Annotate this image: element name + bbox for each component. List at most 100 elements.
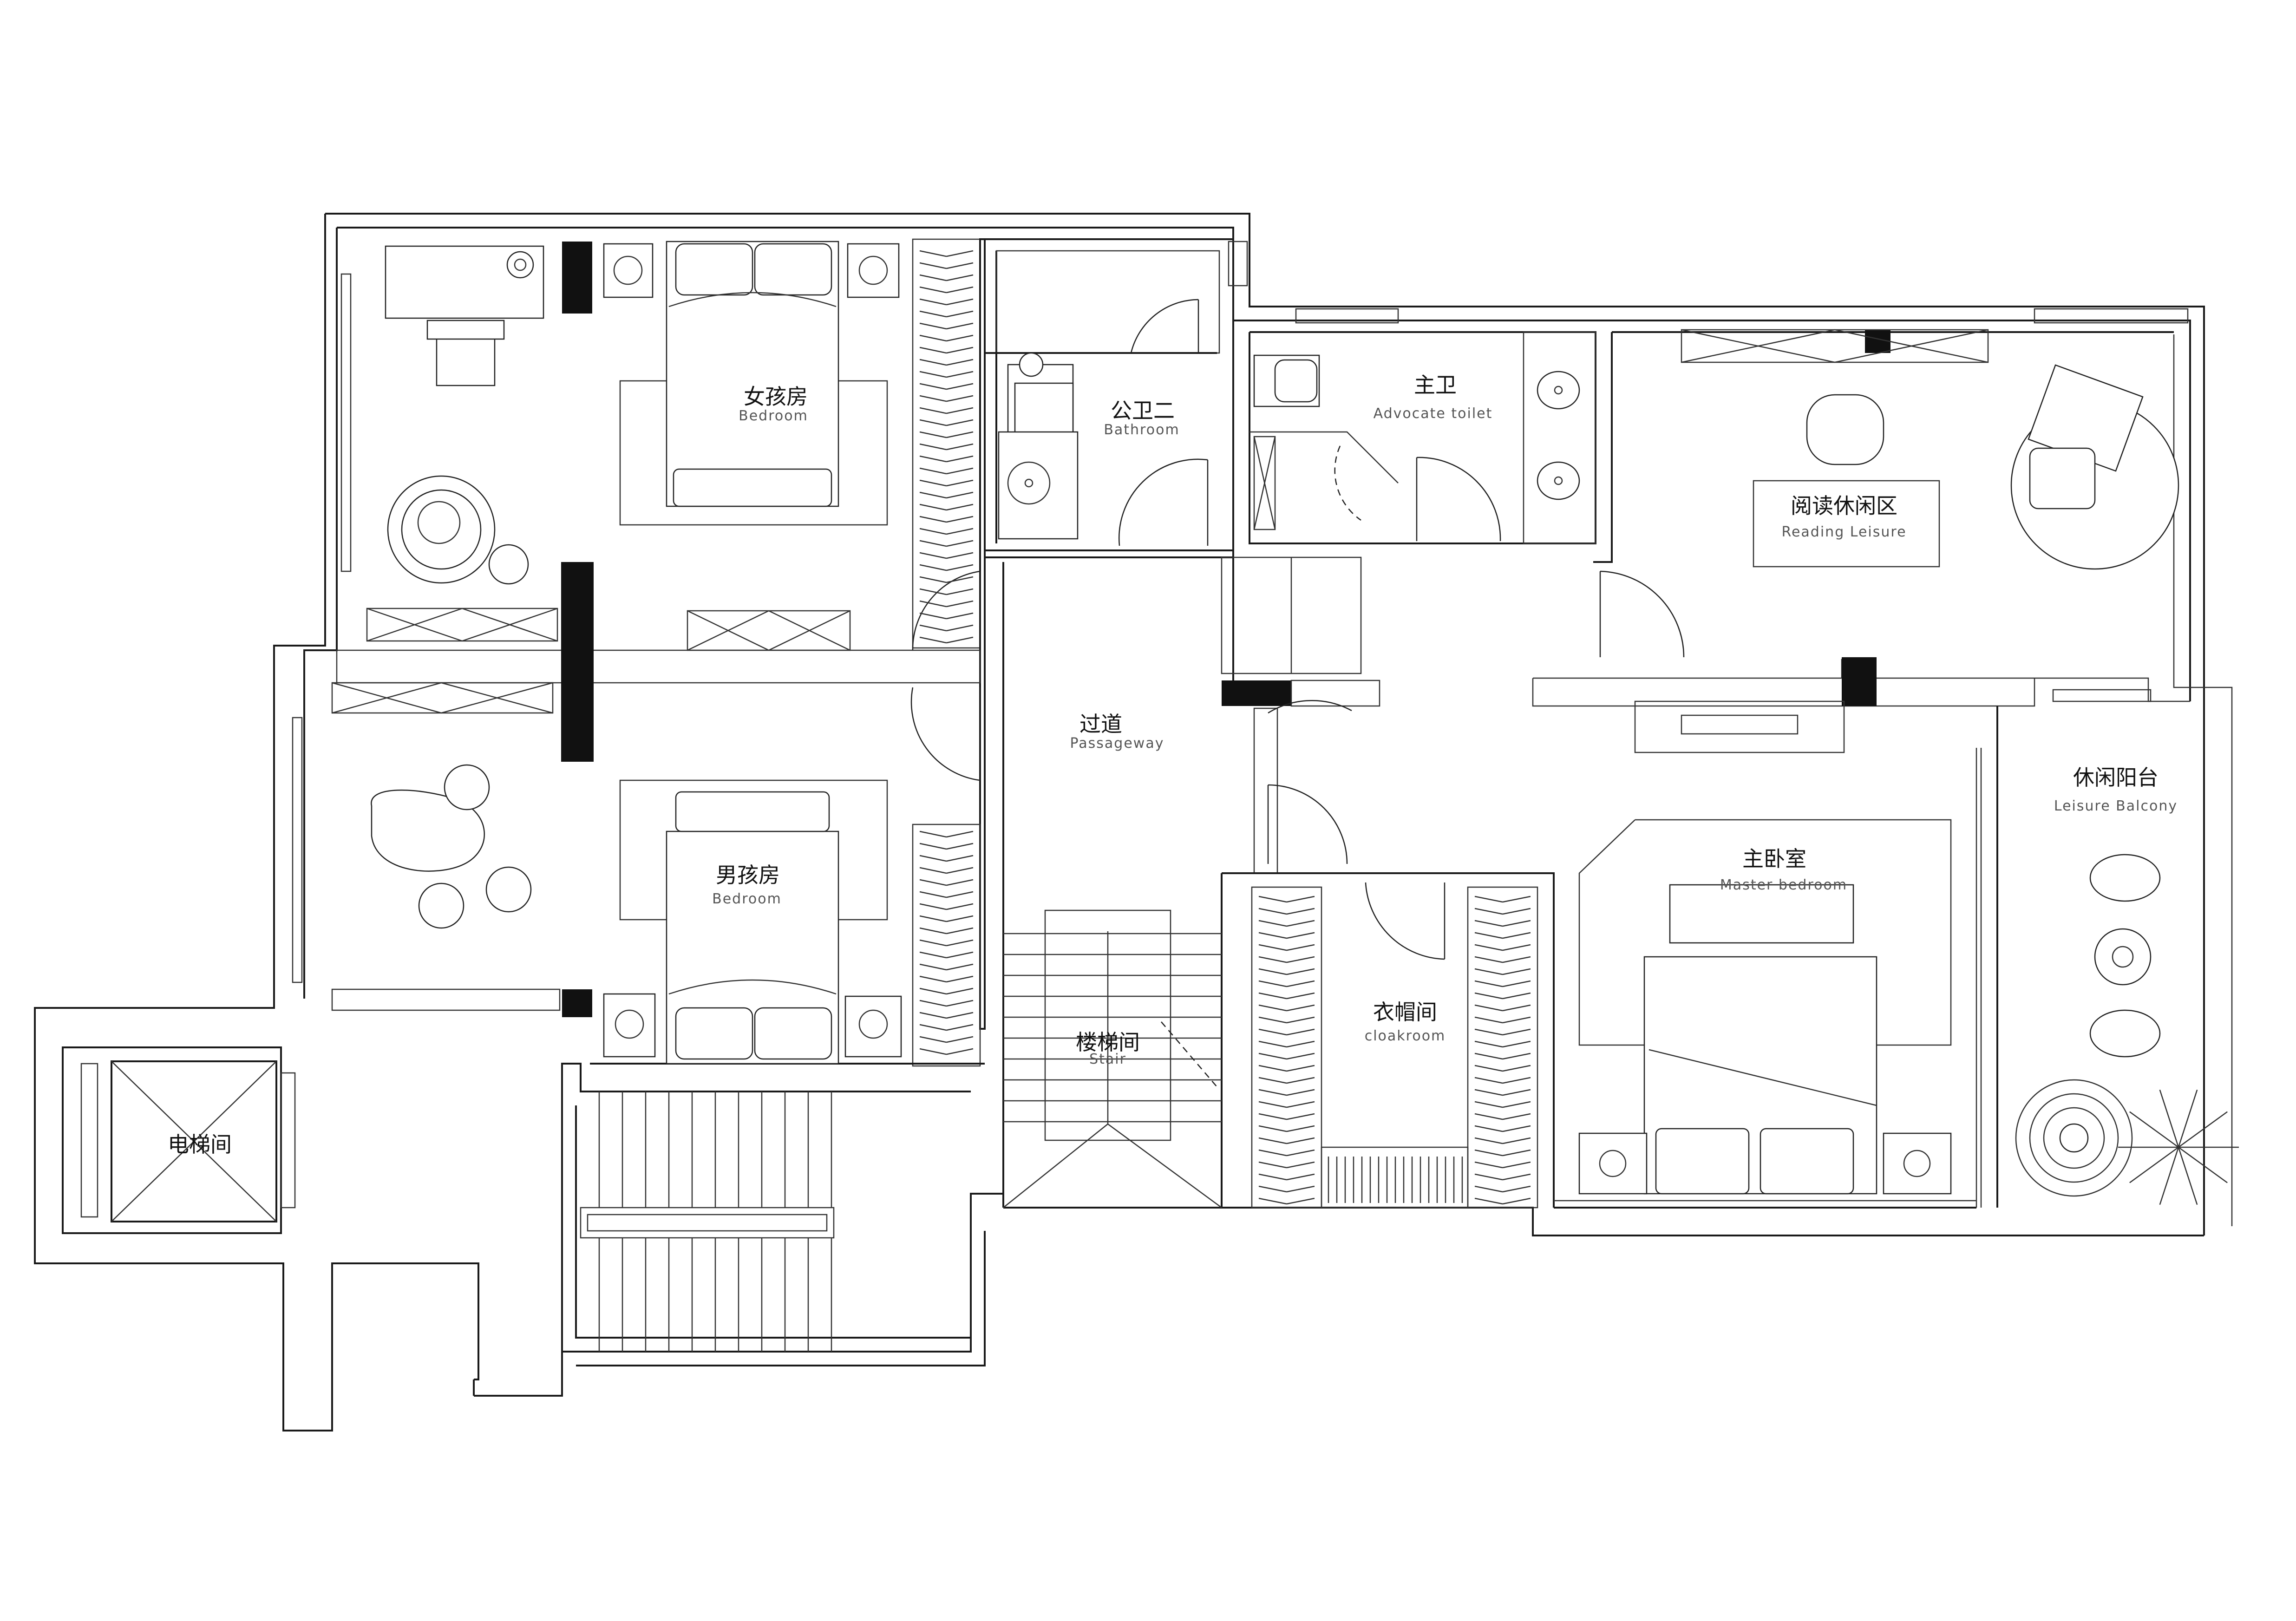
plan-linework [946,830,974,838]
plan-linework [1286,1113,1315,1120]
plan-linework [1474,1089,1503,1096]
plan-linework [1258,1113,1287,1120]
plan-linework [946,383,974,390]
reading-area-furniture [1634,329,2179,753]
room-name-en: Bathroom [1104,422,1179,438]
cloakroom-fixtures [1258,895,1531,1205]
room-label-leisure-balcony: 休闲阳台 Leisure Balcony [2054,765,2178,814]
room-name-cn: 男孩房 [716,863,780,888]
plan-linework [1474,956,1503,963]
plan-linework [946,975,974,983]
plan-linework [946,951,974,959]
plan-linework [1474,1004,1503,1012]
plan-linework [919,1036,947,1043]
plan-linework [1502,1125,1531,1132]
plan-linework [1258,1149,1287,1157]
plan-linework [919,915,947,922]
plan-linework [1258,1137,1287,1144]
plan-linework [946,564,974,571]
plan-linework [1286,1161,1315,1169]
plan-linework [919,927,947,935]
plan-linework [946,879,974,886]
plan-linework [2129,1111,2179,1148]
plan-linework [1258,932,1287,939]
plan-linework [946,624,974,632]
plan-linework [946,1024,974,1031]
plan-linework [1258,1028,1287,1036]
plan-linework [919,903,947,910]
plan-linework [1258,1101,1287,1108]
plan-linework [919,855,947,862]
plan-linework [1286,992,1315,1000]
room-name-cn: 衣帽间 [1373,1000,1437,1025]
plan-linework [2159,1147,2179,1205]
room-label-master-bedroom: 主卧室 Master bedroom [1720,846,1846,893]
plan-linework [919,588,947,595]
boys-room-furniture [331,682,902,1065]
plan-linework [1286,956,1315,963]
plan-linework [1502,1004,1531,1012]
room-name-en: Leisure Balcony [2054,798,2178,814]
plan-linework [919,346,947,354]
plan-linework [946,927,974,935]
plan-linework [1286,1197,1315,1205]
plan-linework [1474,1077,1503,1084]
plan-linework [1286,908,1315,915]
room-name-en: Advocate toilet [1374,405,1493,422]
plan-linework [1286,1185,1315,1193]
plan-linework [1286,1089,1315,1096]
plan-linework [919,1000,947,1007]
plan-linework [946,346,974,354]
room-label-master-bath: 主卫 Advocate toilet [1374,373,1493,422]
plan-linework [946,419,974,426]
plan-linework [946,576,974,583]
plan-linework [1502,920,1531,927]
plan-linework [1502,1016,1531,1024]
plan-linework [1502,1028,1531,1036]
plan-linework [919,636,947,644]
plan-linework [946,310,974,318]
plan-linework [946,250,974,257]
plan-linework [919,624,947,632]
plan-linework [946,528,974,535]
plan-linework [1286,1101,1315,1108]
plan-linework [919,395,947,402]
girls-room-furniture [366,241,900,651]
room-name-en: Bedroom [739,408,808,424]
plan-linework [1474,1065,1503,1072]
interior-walls [336,238,2190,1209]
plan-linework [946,939,974,947]
plan-linework [1258,1173,1287,1181]
plan-linework [919,491,947,499]
plan-linework [1258,968,1287,975]
room-label-reading: 阅读休闲区 Reading Leisure [1781,493,1905,540]
plan-linework [946,431,974,438]
plan-linework [919,262,947,269]
plan-linework [1258,1077,1287,1084]
plan-linework [1474,1149,1503,1157]
structural-columns [561,242,1890,1017]
plan-linework [2178,1089,2198,1148]
master-bedroom-furniture [1578,819,1952,1195]
plan-linework [1474,1197,1503,1205]
plan-linework [1258,980,1287,987]
plan-linework [919,407,947,414]
plan-linework [946,262,974,269]
plan-linework [946,915,974,922]
plan-linework [1474,1028,1503,1036]
room-label-bathroom-two: 公卫二 Bathroom [1104,398,1179,438]
plan-linework [919,1012,947,1019]
plan-linework [946,443,974,451]
room-name-cn: 休闲阳台 [2073,765,2159,790]
plan-linework [946,540,974,547]
plan-linework [1502,1137,1531,1144]
lower-stair-flight [580,1092,835,1352]
plan-linework [1258,1004,1287,1012]
plan-linework [946,903,974,910]
room-name-cn: 主卫 [1414,373,1457,398]
plan-linework [946,855,974,862]
plan-linework [1286,920,1315,927]
plan-linework [1258,1016,1287,1024]
plan-linework [2178,1147,2198,1205]
